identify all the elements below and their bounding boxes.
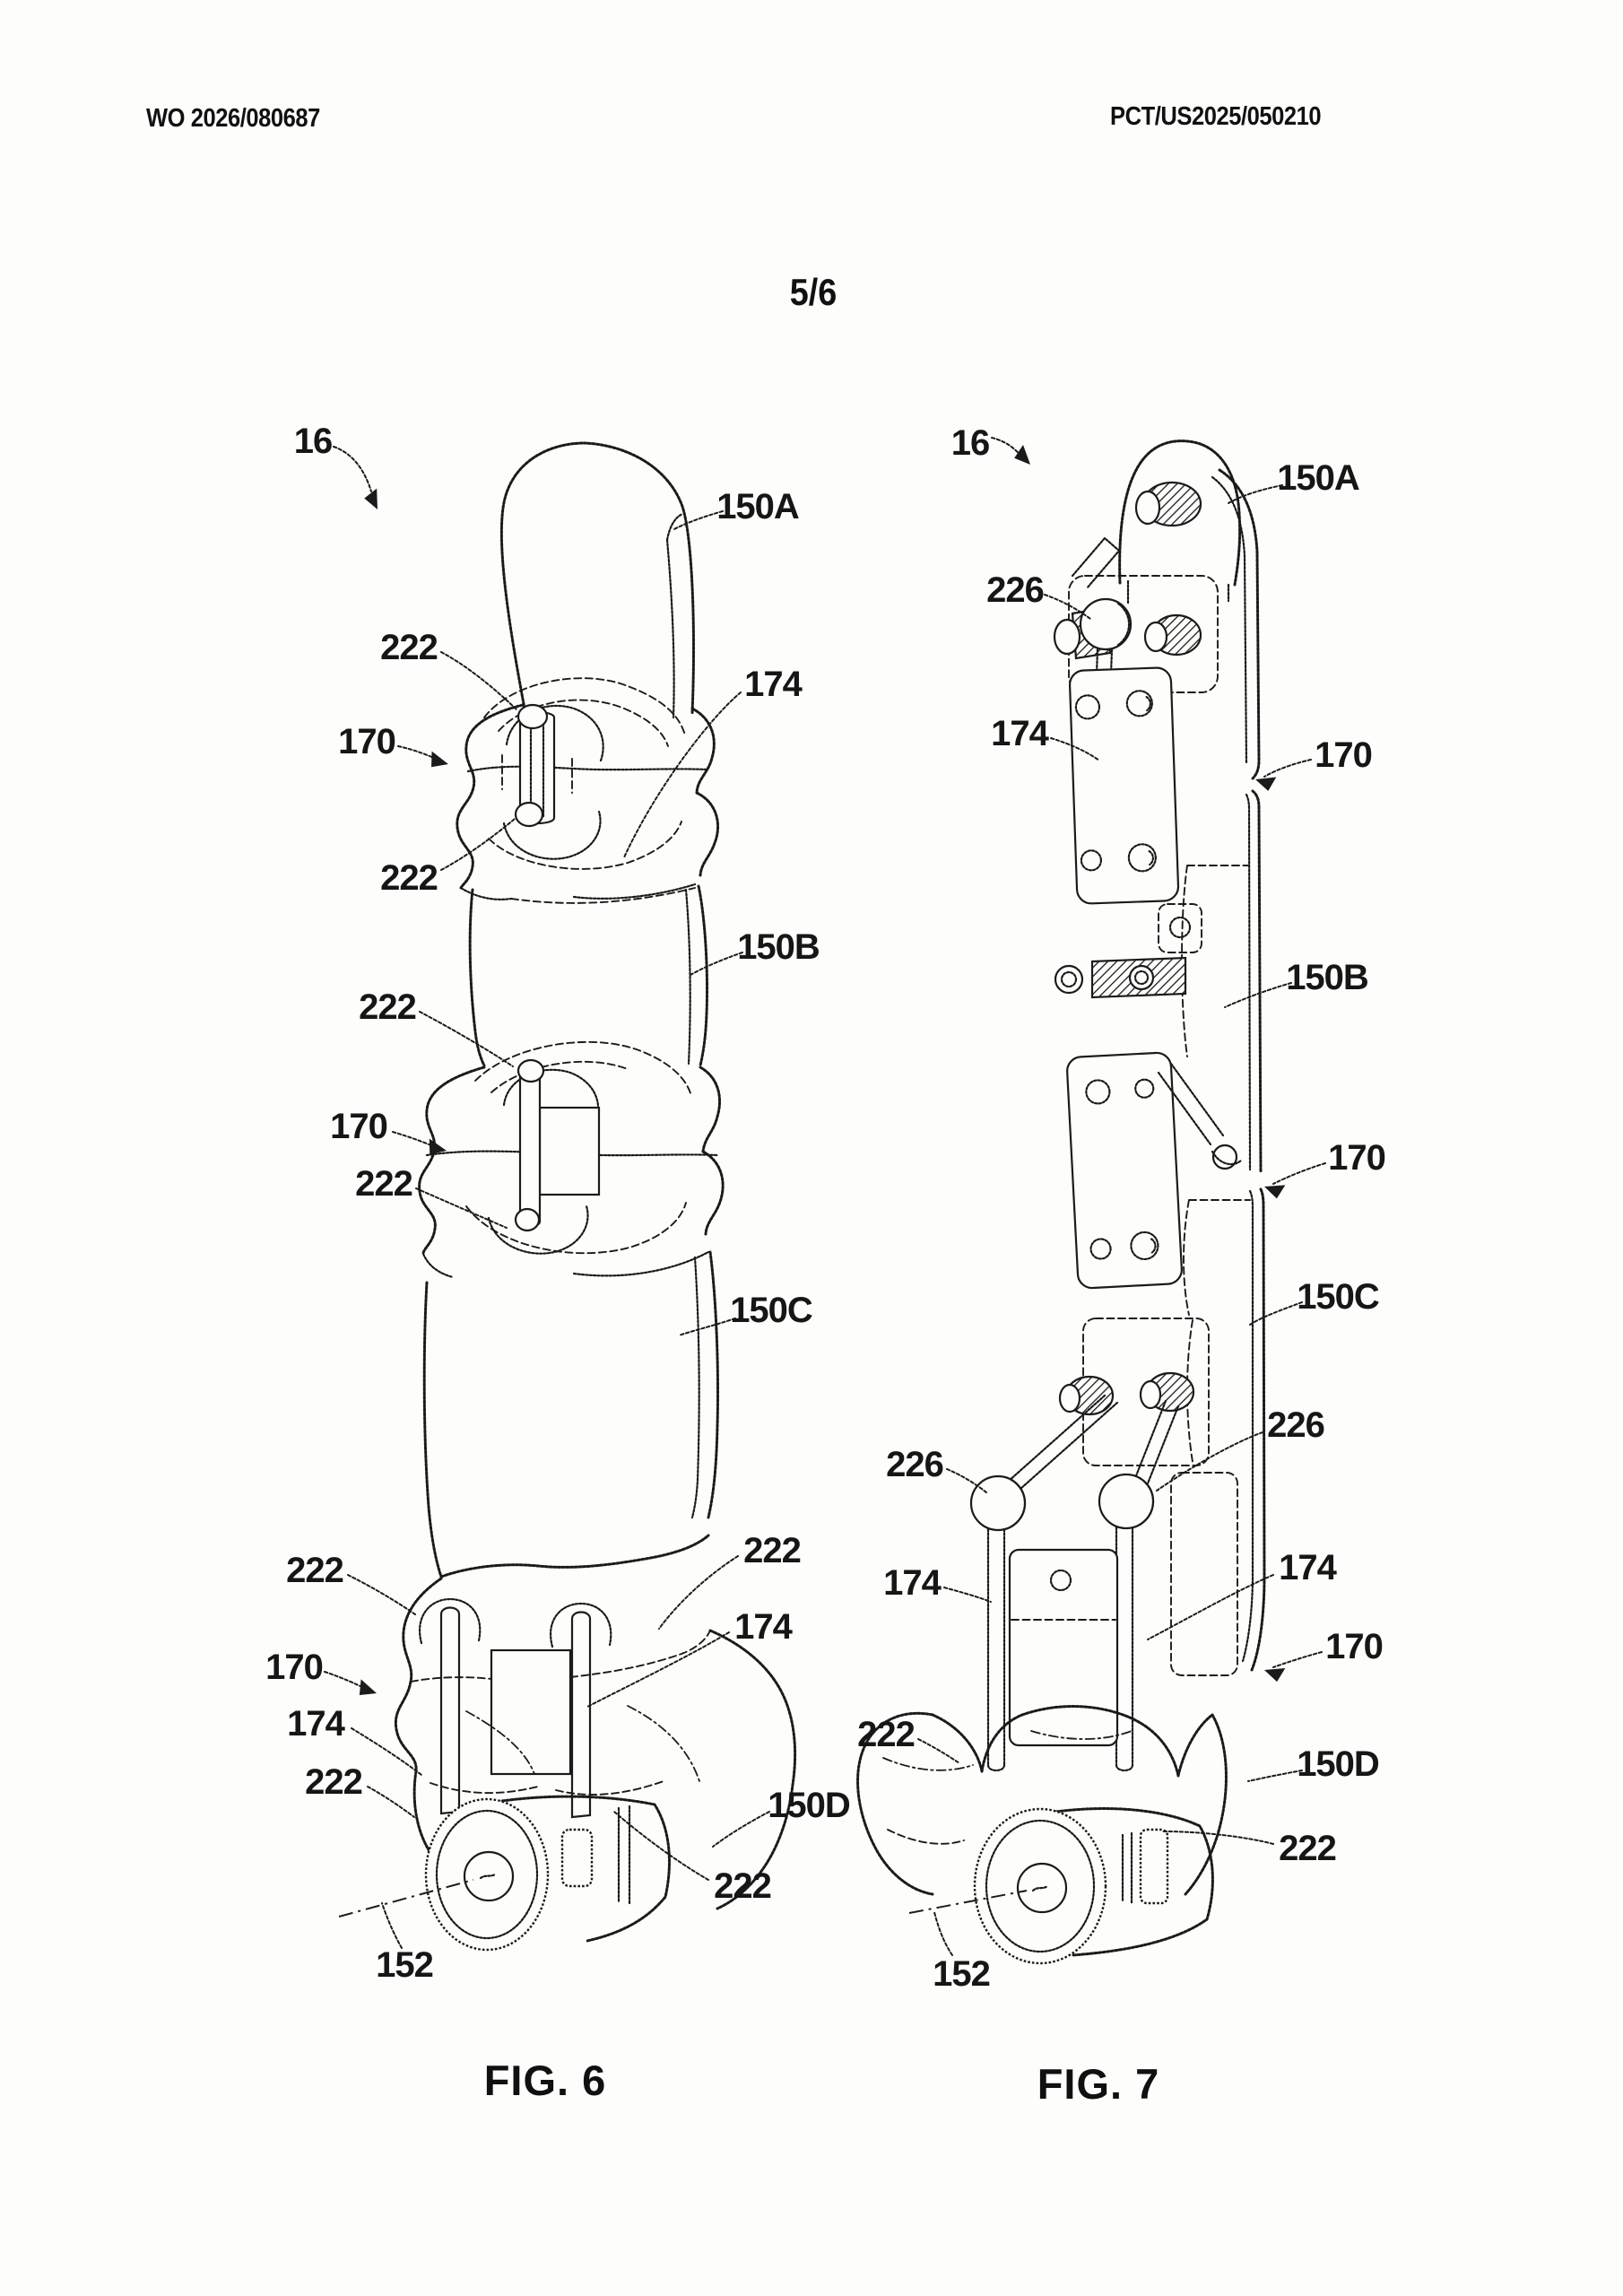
ref-222: 222 — [305, 1762, 362, 1802]
ref-222: 222 — [380, 858, 438, 898]
ref-152: 152 — [376, 1945, 433, 1985]
fig6-joint-B — [418, 1040, 725, 1279]
ref-222: 222 — [714, 1866, 771, 1906]
ref-16: 16 — [951, 423, 990, 463]
ref-226: 226 — [986, 570, 1044, 610]
ref-222: 222 — [359, 987, 416, 1027]
ref-150B: 150B — [737, 927, 820, 967]
ref-170: 170 — [1325, 1627, 1383, 1666]
fig7-reference-numerals: 16 150A 226 174 170 150B 170 150C 226 22… — [857, 423, 1386, 1994]
ref-222: 222 — [355, 1164, 412, 1204]
figure-6-drawing: 16 150A 222 174 170 222 150B 222 170 222… — [265, 422, 851, 2104]
ref-150C: 150C — [1297, 1277, 1379, 1317]
ref-150A: 150A — [716, 487, 799, 526]
fig6-segment-150A — [499, 441, 695, 719]
ref-150D: 150D — [768, 1786, 850, 1825]
ref-222: 222 — [380, 628, 438, 667]
fig7-upper-linkage — [1053, 536, 1219, 750]
ref-222: 222 — [1279, 1829, 1336, 1868]
ref-170: 170 — [1328, 1138, 1385, 1178]
fig7-leader-lines — [917, 437, 1326, 1956]
ref-174: 174 — [744, 665, 803, 704]
fig6-reference-numerals: 16 150A 222 174 170 222 150B 222 170 222… — [265, 422, 851, 1985]
ref-226: 226 — [886, 1445, 943, 1484]
fig6-roller-152 — [338, 1795, 671, 1952]
ref-150A: 150A — [1277, 458, 1359, 498]
fig7-link-plate-upper — [1068, 666, 1180, 905]
ref-174: 174 — [991, 714, 1049, 753]
ref-174: 174 — [287, 1704, 345, 1744]
fig7-caption: FIG. 7 — [1037, 2060, 1160, 2108]
application-number: PCT/US2025/050210 — [1110, 102, 1322, 131]
fig6-segment-150B — [468, 884, 709, 1067]
ref-170: 170 — [338, 722, 395, 761]
ref-222: 222 — [857, 1715, 915, 1754]
ref-150B: 150B — [1286, 958, 1368, 997]
fig7-lower-linkage — [969, 1318, 1238, 1772]
publication-number: WO 2026/080687 — [146, 104, 320, 133]
ref-226: 226 — [1267, 1405, 1324, 1445]
fig6-leader-lines — [324, 446, 770, 1949]
ref-150D: 150D — [1297, 1744, 1379, 1784]
ref-170: 170 — [1315, 735, 1372, 775]
ref-152: 152 — [933, 1954, 990, 1994]
fig7-mid-pins — [1054, 903, 1202, 999]
fig7-base-150D — [856, 1705, 1228, 1896]
fig7-link-plate-lower — [1066, 1051, 1183, 1290]
figure-7-drawing: 16 150A 226 174 170 150B 170 150C 226 22… — [856, 423, 1386, 2108]
fig6-joint-A — [456, 677, 719, 900]
ref-222: 222 — [286, 1551, 343, 1590]
fig7-diagonal-strut — [1157, 1062, 1243, 1170]
fig7-roller-152 — [908, 1807, 1214, 1965]
fig7-segment-150A — [1118, 439, 1242, 604]
ref-174: 174 — [883, 1563, 942, 1603]
ref-16: 16 — [294, 422, 333, 461]
sheet-number: 5/6 — [789, 271, 838, 313]
ref-174: 174 — [1279, 1548, 1337, 1587]
ref-170: 170 — [265, 1648, 323, 1687]
fig6-segment-150C — [422, 1250, 720, 1578]
fig7-outer-shell — [1181, 468, 1266, 1672]
ref-174: 174 — [734, 1607, 793, 1647]
ref-170: 170 — [330, 1107, 387, 1146]
ref-150C: 150C — [730, 1291, 812, 1330]
ref-222: 222 — [743, 1531, 801, 1570]
fig6-caption: FIG. 6 — [484, 2057, 607, 2104]
